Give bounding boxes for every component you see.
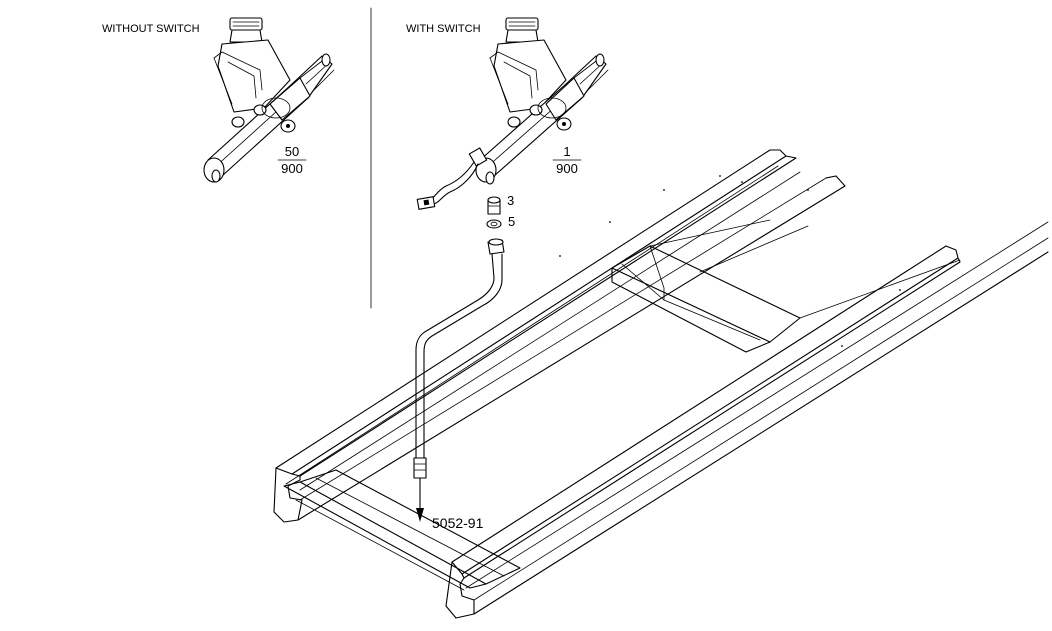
- left-fraction-denominator: 900: [281, 161, 303, 176]
- with-switch-label: WITH SWITCH: [406, 23, 481, 35]
- callout-item-3: 3: [507, 193, 514, 208]
- left-fraction-callout: 50 900: [277, 144, 307, 176]
- master-cylinder-without-switch: [203, 17, 335, 183]
- reference-label: 5052-91: [432, 515, 484, 531]
- hydraulic-pipe: [413, 238, 505, 522]
- chassis-frame: [273, 149, 1049, 619]
- without-switch-label: WITHOUT SWITCH: [102, 23, 200, 35]
- fitting-item-3: [487, 196, 501, 215]
- right-fraction-callout: 1 900: [552, 144, 582, 176]
- left-fraction-numerator: 50: [285, 144, 299, 159]
- right-fraction-denominator: 900: [556, 161, 578, 176]
- master-cylinder-with-switch: [416, 17, 609, 210]
- washer-item-5: [486, 219, 502, 229]
- callout-item-5: 5: [508, 214, 515, 229]
- right-fraction-numerator: 1: [563, 144, 570, 159]
